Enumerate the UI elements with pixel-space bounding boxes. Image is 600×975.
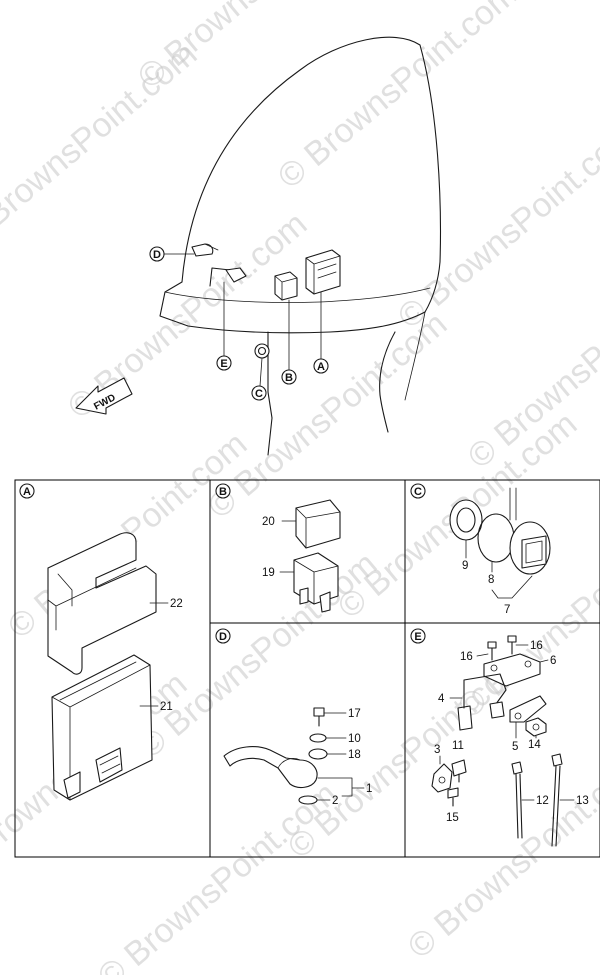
part-21-ecu <box>51 654 153 801</box>
part-number-20: 20 <box>262 516 275 528</box>
part-number-4: 4 <box>438 693 445 705</box>
part-16-screw <box>487 641 497 661</box>
detail-grid <box>14 479 600 858</box>
cowl-rear-line <box>404 311 426 401</box>
part-14-nut <box>525 717 547 737</box>
svg-text:E: E <box>220 358 227 370</box>
panel-d-label: D <box>215 628 231 644</box>
panel-d: D 17 10 18 2 1 <box>215 628 372 807</box>
part-19-relay <box>293 552 339 613</box>
part-11-bolt <box>451 759 467 783</box>
part-number-11: 11 <box>452 740 464 752</box>
cowl-outline <box>181 36 442 313</box>
part-7-plug <box>509 487 551 575</box>
midsection-right <box>379 331 396 433</box>
watermark-text: © BrownsPoint.com <box>391 115 600 336</box>
part-number-1: 1 <box>366 783 372 795</box>
leader-c <box>259 357 263 387</box>
part-16-screw <box>507 635 517 655</box>
callout-d: D <box>149 246 165 262</box>
part-number-12: 12 <box>536 795 549 807</box>
svg-text:C: C <box>255 388 263 400</box>
midsection-left <box>267 331 273 456</box>
part-number-5: 5 <box>512 741 518 753</box>
part-18-grommet <box>308 748 328 760</box>
part-9-grommet <box>449 499 483 541</box>
panel-e-label: E <box>410 628 426 644</box>
part-number-16a: 16 <box>460 651 473 663</box>
part-e-harness-small <box>209 267 247 287</box>
part-number-21: 21 <box>160 701 173 713</box>
panel-c-label: C <box>410 483 426 499</box>
part-number-9: 9 <box>462 560 468 572</box>
svg-text:C: C <box>414 486 422 498</box>
part-1-bracket <box>223 746 318 789</box>
panel-a-label: A <box>19 483 35 499</box>
part-number-3: 3 <box>434 744 440 756</box>
part-number-22: 22 <box>170 598 183 610</box>
part-10-washer <box>309 733 327 743</box>
svg-text:B: B <box>285 372 293 384</box>
svg-text:A: A <box>23 486 31 498</box>
panel-b: B 20 19 <box>215 483 341 613</box>
callout-b: B <box>281 369 297 385</box>
part-20-cover <box>295 499 341 549</box>
part-number-10: 10 <box>348 733 361 745</box>
part-a-module-small <box>305 249 341 295</box>
part-6-plate <box>483 653 541 687</box>
leader-6 <box>539 659 549 663</box>
part-15-bolt <box>447 787 459 807</box>
part-number-16b: 16 <box>530 640 543 652</box>
panel-b-label: B <box>215 483 231 499</box>
svg-text:E: E <box>414 631 421 643</box>
engine-cowl-overview: FWD <box>75 36 442 456</box>
panel-a: A 22 21 <box>19 483 183 801</box>
callout-a: A <box>313 358 329 374</box>
part-13-cable-tie <box>551 753 563 847</box>
part-number-7: 7 <box>504 604 510 616</box>
cowl-seam <box>164 287 431 303</box>
part-number-15: 15 <box>446 812 459 824</box>
part-3-clamp <box>431 763 453 793</box>
part-12-cable-tie <box>511 761 523 839</box>
part-number-18: 18 <box>348 749 361 761</box>
part-17-screw <box>313 707 325 727</box>
panel-e: E 16 16 6 4 <box>410 628 589 847</box>
watermark-text: © BrownsPoint.com <box>131 545 385 766</box>
svg-text:A: A <box>317 361 325 373</box>
part-8-o-ring <box>477 513 515 563</box>
leader-1 <box>317 777 365 797</box>
part-22-bracket <box>47 532 157 675</box>
part-d-bracket-small <box>191 243 219 257</box>
watermark-text: © BrownsPoint.com <box>0 35 204 256</box>
part-4-harness <box>457 673 507 731</box>
svg-text:D: D <box>219 631 227 643</box>
watermark-text: © BrownsPoint.com <box>271 0 525 196</box>
watermark-text: © BrownsPoint.com <box>91 775 345 975</box>
watermark-text: © BrownsPoint.com <box>401 745 600 966</box>
svg-text:B: B <box>219 486 227 498</box>
part-2-washer <box>298 795 318 805</box>
part-b-unit-small <box>274 271 298 301</box>
part-number-14: 14 <box>528 739 541 751</box>
part-number-8: 8 <box>488 574 494 586</box>
callout-e: E <box>216 355 232 371</box>
part-5-bracket <box>509 695 547 723</box>
cowl-lower-edge <box>159 281 426 334</box>
callout-c: C <box>251 385 267 401</box>
panel-c: C 9 8 7 <box>410 483 551 616</box>
leader-7 <box>491 575 533 599</box>
part-c-grommet-small <box>254 343 270 359</box>
part-number-17: 17 <box>348 708 361 720</box>
part-number-2: 2 <box>332 795 338 807</box>
part-number-6: 6 <box>550 655 556 667</box>
part-number-19: 19 <box>262 567 275 579</box>
svg-text:D: D <box>153 249 161 261</box>
part-number-13: 13 <box>576 795 589 807</box>
leader-16a <box>476 653 489 657</box>
